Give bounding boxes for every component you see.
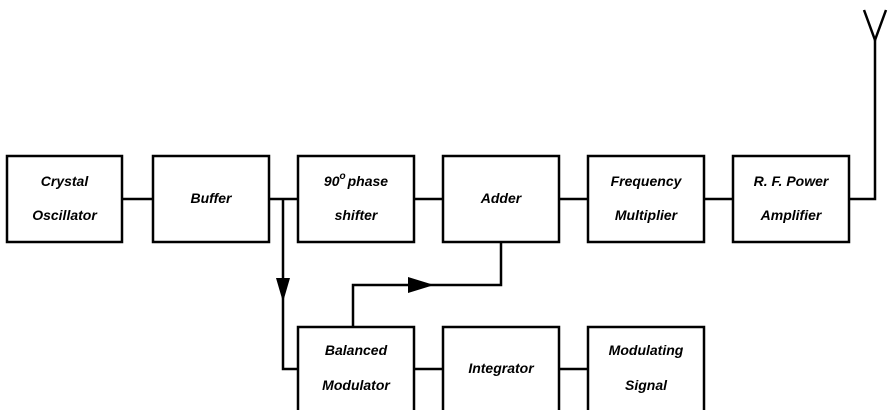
balanced-modulator-label-line1: Balanced [325, 342, 388, 358]
buffer-label: Buffer [191, 190, 234, 206]
block-crystal-oscillator: Crystal Oscillator [5, 154, 124, 244]
rf-power-amplifier-label-line2: Amplifier [760, 207, 823, 223]
block-integrator: Integrator [441, 325, 561, 410]
frequency-multiplier-label-line2: Multiplier [615, 207, 679, 223]
crystal-oscillator-label-line1: Crystal [41, 173, 90, 189]
block-adder: Adder [441, 154, 561, 244]
block-balanced-modulator: Balanced Modulator [296, 325, 416, 410]
modulating-signal-label-line2: Signal [625, 377, 668, 393]
down-arrow-icon [276, 278, 290, 302]
block-buffer: Buffer [151, 154, 271, 244]
integrator-label: Integrator [468, 360, 535, 376]
block-rf-power-amplifier: R. F. Power Amplifier [731, 154, 851, 244]
frequency-multiplier-label-line1: Frequency [611, 173, 683, 189]
modulating-signal-label-line1: Modulating [609, 342, 684, 358]
balanced-modulator-label-line2: Modulator [322, 377, 391, 393]
wire-buffer-modulator [281, 199, 298, 371]
rf-power-amplifier-label-line1: R. F. Power [754, 173, 830, 189]
adder-label: Adder [480, 190, 523, 206]
right-arrow-icon [408, 277, 434, 293]
wire-amplifier-antenna [849, 38, 877, 201]
antenna-icon [862, 9, 888, 44]
block-modulating-signal: Modulating Signal [586, 325, 706, 410]
connectors [122, 38, 877, 371]
block-frequency-multiplier: Frequency Multiplier [586, 154, 706, 244]
phase-shifter-label-line2: shifter [335, 207, 379, 223]
crystal-oscillator-label-line2: Oscillator [32, 207, 98, 223]
